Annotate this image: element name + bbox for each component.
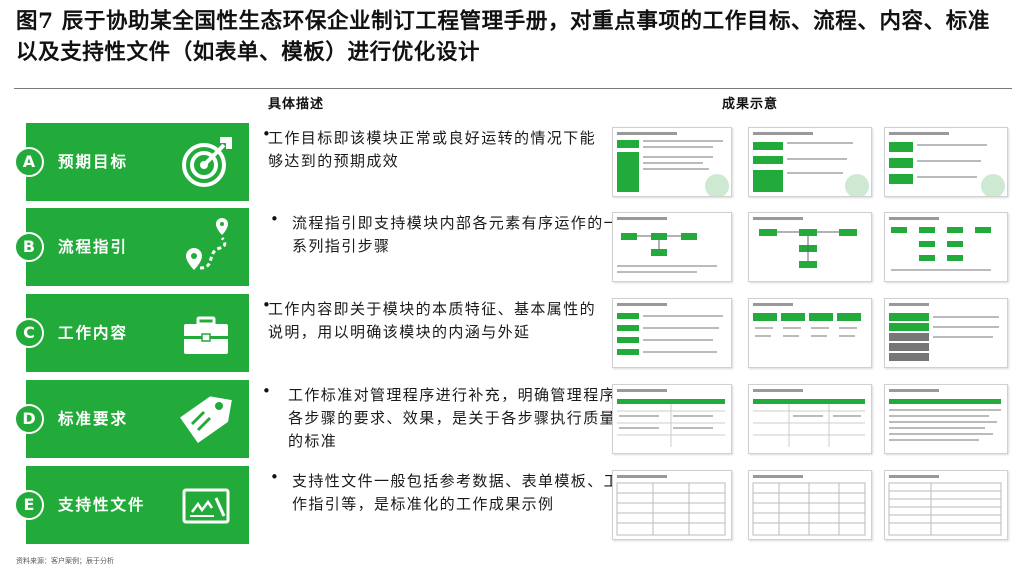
document-thumbnail	[612, 212, 732, 282]
document-thumbnail	[748, 212, 872, 282]
row-label: 工作内容	[58, 324, 129, 342]
row-description: 工作内容即关于模块的本质特征、基本属性的说明，用以明确该模块的内涵与外延	[268, 300, 597, 341]
row-letter-badge: A	[14, 147, 44, 177]
thumbnail-group	[612, 384, 1010, 454]
row-goal: 预期目标 A • 工作目标即该模块正常或良好运转的情况下能够达到的预期成效	[0, 121, 1024, 201]
row-description: 工作标准对管理程序进行补充，明确管理程序各步骤的要求、效果，是关于各步骤执行质量…	[288, 386, 617, 450]
source-note: 资料来源：客户案例；辰于分析	[16, 557, 114, 565]
row-support-docs: 支持性文件 E • 支持性文件一般包括参考数据、表单模板、工作指引等，是标准化的…	[0, 464, 1024, 544]
document-thumbnail	[884, 212, 1008, 282]
row-bar: 流程指引	[26, 208, 249, 286]
row-letter-badge: D	[14, 404, 44, 434]
thumbnail-group	[612, 212, 1010, 282]
row-description: 工作目标即该模块正常或良好运转的情况下能够达到的预期成效	[268, 129, 597, 170]
document-thumbnail	[612, 127, 732, 198]
target-icon	[182, 137, 232, 187]
document-signature-icon	[182, 488, 230, 524]
route-icon	[186, 218, 228, 270]
row-bar: 支持性文件	[26, 466, 249, 544]
bullet-dot: •	[262, 296, 271, 314]
row-bar: 工作内容	[26, 294, 249, 372]
page-title: 图7 辰于协助某全国性生态环保企业制订工程管理手册，对重点事项的工作目标、流程、…	[16, 9, 990, 65]
row-process: 流程指引 B • 流程指引即支持模块内部各元素有序运作的一系列指引步骤	[0, 206, 1024, 286]
row-letter-badge: C	[14, 318, 44, 348]
row-description: 支持性文件一般包括参考数据、表单模板、工作指引等，是标准化的工作成果示例	[292, 472, 621, 513]
row-content: 工作内容 C • 工作内容即关于模块的本质特征、基本属性的说明，用以明确该模块的…	[0, 292, 1024, 372]
thumbnail-group	[612, 127, 1010, 198]
document-thumbnail	[612, 384, 732, 454]
thumbnail-group	[612, 470, 1010, 540]
header-divider	[14, 88, 1012, 89]
thumbnail-group	[612, 298, 1010, 368]
price-tag-icon	[180, 396, 232, 443]
row-letter-badge: E	[14, 490, 44, 520]
bullet-dot: •	[262, 125, 271, 143]
document-thumbnail	[884, 298, 1008, 368]
bullet-dot: •	[262, 382, 271, 400]
document-thumbnail	[884, 470, 1008, 540]
bullet-dot: •	[270, 210, 279, 228]
row-label: 支持性文件	[58, 496, 146, 514]
row-letter-badge: B	[14, 232, 44, 262]
document-thumbnail	[612, 298, 732, 368]
row-description: 流程指引即支持模块内部各元素有序运作的一系列指引步骤	[292, 214, 621, 255]
document-thumbnail	[748, 384, 872, 454]
row-standard: 标准要求 D • 工作标准对管理程序进行补充，明确管理程序各步骤的要求、效果，是…	[0, 378, 1024, 458]
briefcase-icon	[184, 316, 228, 354]
column-header-effect: 成果示意	[722, 97, 779, 112]
row-label: 流程指引	[58, 238, 129, 256]
row-bar: 预期目标	[26, 123, 249, 201]
row-bar: 标准要求	[26, 380, 249, 458]
column-header-description: 具体描述	[268, 97, 325, 112]
document-thumbnail	[612, 470, 732, 540]
row-label: 标准要求	[58, 410, 129, 428]
document-thumbnail	[884, 127, 1008, 198]
document-thumbnail	[748, 127, 872, 198]
document-thumbnail	[748, 470, 872, 540]
row-label: 预期目标	[58, 153, 129, 171]
bullet-dot: •	[270, 468, 279, 486]
document-thumbnail	[748, 298, 872, 368]
document-thumbnail	[884, 384, 1008, 454]
